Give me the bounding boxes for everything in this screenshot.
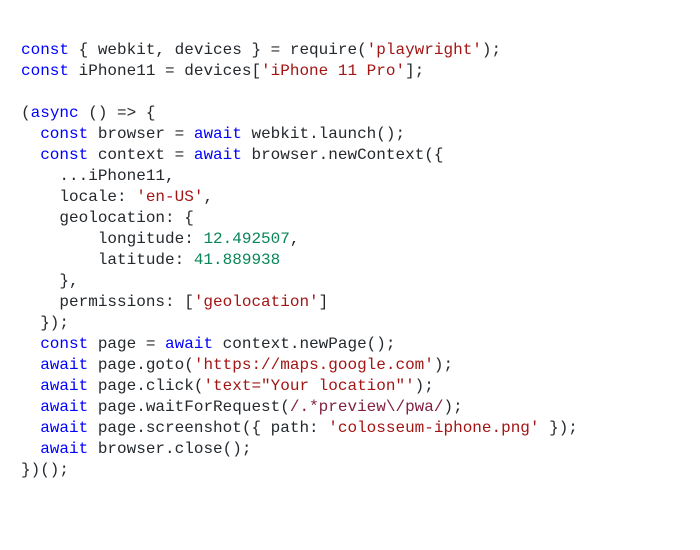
- code-line: ...iPhone11,: [21, 166, 691, 187]
- code-text: context =: [88, 146, 194, 164]
- code-line: [21, 82, 691, 103]
- code-text: [21, 125, 40, 143]
- code-line: await browser.close();: [21, 439, 691, 460]
- code-keyword: const: [40, 146, 89, 164]
- code-text: { webkit, devices } = require(: [69, 41, 367, 59]
- code-text: ]: [318, 293, 329, 311]
- code-text: geolocation: {: [21, 209, 194, 227]
- code-text: webkit.launch();: [241, 125, 406, 143]
- code-line: latitude: 41.889938: [21, 250, 691, 271]
- code-line: })();: [21, 460, 691, 481]
- code-string: 'geolocation': [193, 293, 319, 311]
- code-keyword: const: [21, 41, 70, 59]
- code-line: const iPhone11 = devices['iPhone 11 Pro'…: [21, 61, 691, 82]
- code-string: 'text="Your location"': [203, 377, 415, 395]
- code-keyword: await: [40, 398, 89, 416]
- code-text: );: [433, 356, 454, 374]
- code-text: );: [414, 377, 434, 395]
- code-text: [21, 440, 40, 458]
- code-keyword: await: [193, 125, 242, 143]
- code-text: ,: [289, 230, 300, 248]
- code-text: ...iPhone11,: [21, 167, 175, 185]
- code-keyword: const: [40, 125, 89, 143]
- code-line: const page = await context.newPage();: [21, 334, 691, 355]
- code-text: ,: [203, 188, 214, 206]
- code-line: (async () => {: [21, 103, 691, 124]
- code-text: [21, 377, 40, 395]
- code-text: locale:: [21, 188, 137, 206]
- code-line: await page.click('text="Your location"')…: [21, 376, 691, 397]
- code-text: );: [443, 398, 463, 416]
- code-regex: /.*preview\/pwa/: [289, 398, 444, 416]
- code-line: locale: 'en-US',: [21, 187, 691, 208]
- code-text: },: [21, 272, 79, 290]
- code-text: page.click(: [88, 377, 204, 395]
- code-text: (: [21, 104, 31, 122]
- code-text: browser =: [88, 125, 194, 143]
- code-keyword: await: [40, 356, 89, 374]
- code-text: longitude:: [21, 230, 204, 248]
- code-text: page.screenshot({ path:: [88, 419, 329, 437]
- code-line: await page.screenshot({ path: 'colosseum…: [21, 418, 691, 439]
- code-line: geolocation: {: [21, 208, 691, 229]
- code-text: [21, 398, 40, 416]
- code-text: page.waitForRequest(: [88, 398, 290, 416]
- code-text: iPhone11 = devices[: [69, 62, 262, 80]
- code-line: const context = await browser.newContext…: [21, 145, 691, 166]
- code-text: latitude:: [21, 251, 194, 269]
- code-string: 'https://maps.google.com': [193, 356, 434, 374]
- code-text: () => {: [78, 104, 156, 122]
- code-keyword: const: [40, 335, 89, 353]
- code-text: browser.close();: [88, 440, 252, 458]
- code-line: await page.goto('https://maps.google.com…: [21, 355, 691, 376]
- code-text: [21, 419, 40, 437]
- code-number: 12.492507: [203, 230, 290, 248]
- code-text: [21, 146, 40, 164]
- code-text: [21, 335, 40, 353]
- code-text: ];: [405, 62, 425, 80]
- code-keyword: async: [30, 104, 79, 122]
- code-keyword: await: [40, 377, 89, 395]
- code-string: 'colosseum-iphone.png': [328, 419, 540, 437]
- code-text: permissions: [: [21, 293, 194, 311]
- code-text: })();: [21, 461, 70, 479]
- code-text: browser.newContext({: [241, 146, 444, 164]
- code-keyword: await: [40, 419, 89, 437]
- code-string: 'en-US': [136, 188, 204, 206]
- code-keyword: await: [40, 440, 89, 458]
- code-line: },: [21, 271, 691, 292]
- code-keyword: await: [165, 335, 214, 353]
- code-keyword: await: [193, 146, 242, 164]
- code-block: const { webkit, devices } = require('pla…: [21, 40, 691, 481]
- code-line: await page.waitForRequest(/.*preview\/pw…: [21, 397, 691, 418]
- code-line: });: [21, 313, 691, 334]
- code-text: );: [481, 41, 502, 59]
- code-text: page.goto(: [88, 356, 194, 374]
- code-text: context.newPage();: [213, 335, 396, 353]
- code-keyword: const: [21, 62, 70, 80]
- code-text: });: [539, 419, 578, 437]
- code-text: page =: [88, 335, 166, 353]
- code-string: 'playwright': [366, 41, 482, 59]
- code-line: permissions: ['geolocation']: [21, 292, 691, 313]
- code-line: const browser = await webkit.launch();: [21, 124, 691, 145]
- code-text: });: [21, 314, 70, 332]
- code-line: const { webkit, devices } = require('pla…: [21, 40, 691, 61]
- code-number: 41.889938: [193, 251, 281, 269]
- code-text: [21, 356, 40, 374]
- code-line: longitude: 12.492507,: [21, 229, 691, 250]
- code-string: 'iPhone 11 Pro': [261, 62, 406, 80]
